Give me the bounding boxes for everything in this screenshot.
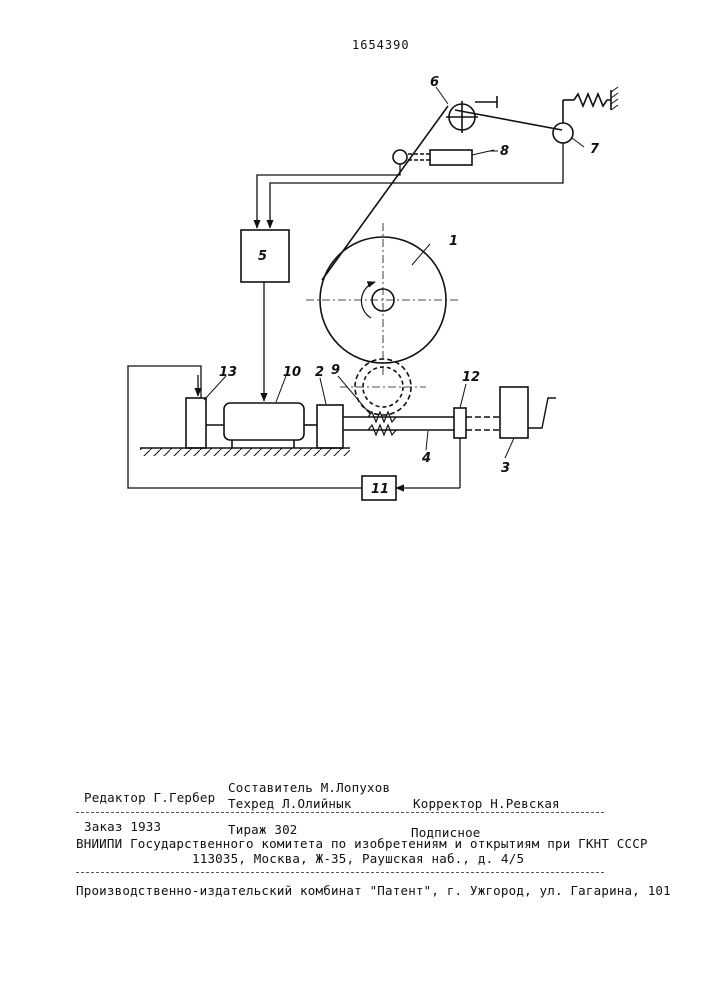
film-web [322,106,448,280]
label-13: 13 [219,365,237,380]
label-8: 8 [500,144,509,159]
label-5: 5 [258,249,267,264]
sensor-8-box [430,150,472,165]
address: 113035, Москва, Ж-35, Раушская наб., д. … [192,851,524,866]
drive-3 [500,387,528,438]
gear-2 [317,405,343,448]
label-1: 1 [449,234,458,249]
order-number: Заказ 1933 [84,819,161,834]
patent-drawing: 6 7 8 1 5 13 10 2 9 12 4 3 11 [0,0,707,560]
label-7: 7 [590,142,600,157]
footer-divider-1 [76,812,604,813]
spring [574,94,611,106]
label-12: 12 [462,370,480,385]
publisher: Производственно-издательский комбинат "П… [76,883,671,898]
label-11: 11 [371,482,389,497]
techred-credit: Техред Л.Олийнык [228,796,352,811]
motor-10 [224,403,304,440]
compiler-credit: Составитель М.Лопухов [228,780,390,795]
label-6: 6 [430,75,439,90]
corrector-credit: Корректор Н.Ревская [413,796,560,811]
institute: ВНИИПИ Государственного комитета по изоб… [76,836,648,851]
spring-9 [368,412,396,435]
label-10: 10 [283,365,301,380]
block-13 [186,398,206,448]
editor-credit: Редактор Г.Гербер [84,790,215,805]
ground-hatch [140,448,350,456]
sensor-roller-8 [393,150,407,164]
label-3: 3 [501,461,510,476]
label-4: 4 [421,451,431,466]
label-2: 2 [315,365,324,380]
circulation: Тираж 302 [228,822,298,837]
dancer-7 [553,123,573,143]
speed-sensor-12 [454,408,466,438]
label-9: 9 [331,363,340,378]
footer-divider-2 [76,872,604,873]
